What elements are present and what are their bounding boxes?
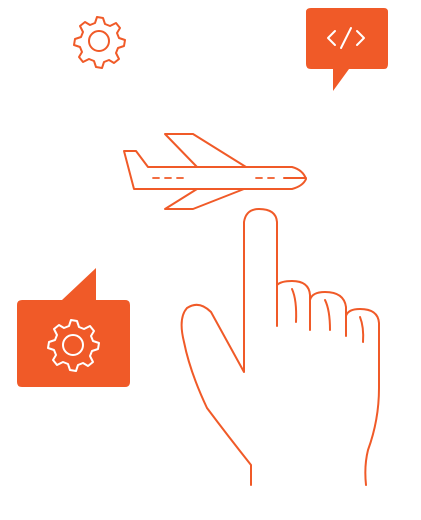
gear-bubble-shape <box>17 268 130 387</box>
hand-finger-line-2 <box>324 299 331 331</box>
gear-icon <box>47 319 100 372</box>
airplane-lower-wing <box>164 188 245 210</box>
top-gear-hole <box>88 30 110 52</box>
gear-bubble <box>17 268 130 387</box>
top-gear-icon <box>73 16 126 69</box>
airplane-icon <box>123 133 307 210</box>
hand-outline <box>180 208 380 486</box>
code-icon <box>327 27 365 49</box>
airplane-upper-wing <box>164 133 247 168</box>
hand-finger-line-1 <box>291 288 298 323</box>
airplane-fuselage <box>123 150 307 190</box>
top-gear-outline <box>73 16 126 69</box>
code-bubble-shape <box>306 8 388 91</box>
code-bubble <box>306 8 388 91</box>
hand-finger-line-3 <box>359 316 365 343</box>
pointing-hand-icon <box>180 208 380 486</box>
